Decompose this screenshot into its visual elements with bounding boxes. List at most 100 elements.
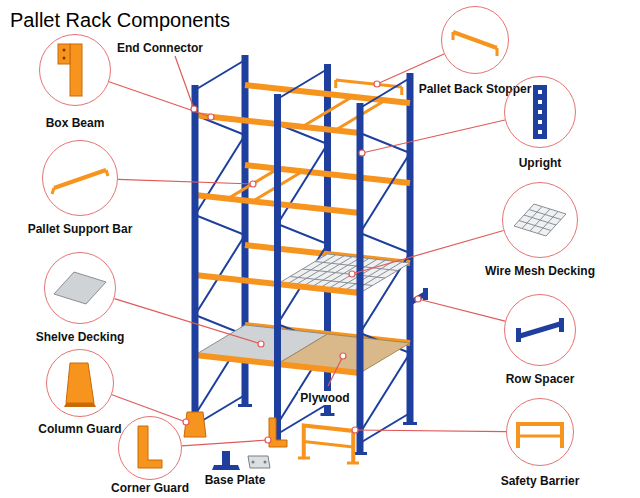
part-label: End Connector xyxy=(115,41,205,55)
safety-barrier xyxy=(298,426,359,464)
leader-dot xyxy=(340,353,346,359)
corner-guard-icon xyxy=(138,426,162,468)
callout-circle: Shelve Decking xyxy=(44,252,116,324)
callout-circle: Row Spacer xyxy=(504,294,576,366)
callout-circle: Safety Barrier xyxy=(506,398,574,466)
wire-mesh-icon xyxy=(514,204,566,236)
icon-bar xyxy=(453,32,497,48)
base-plate-icon-upright xyxy=(222,451,230,465)
part-name: Upright xyxy=(519,156,562,170)
part-name: Column Guard xyxy=(38,422,121,436)
leader-dot xyxy=(208,114,214,120)
base-plate-icons xyxy=(212,451,270,470)
icon-holes xyxy=(538,90,542,134)
leader-line xyxy=(175,56,194,109)
callout-circle: Corner Guard xyxy=(118,416,182,480)
upright xyxy=(192,85,199,435)
part-label: Plywood xyxy=(298,391,351,405)
icon-rail xyxy=(518,424,562,448)
icon-mid-rail xyxy=(518,435,562,438)
support-bar-icon xyxy=(52,170,108,194)
upright xyxy=(274,94,281,444)
icon-hole xyxy=(63,57,66,60)
icon-beam xyxy=(70,44,82,96)
part-name: Box Beam xyxy=(46,116,105,130)
icon-guard xyxy=(138,426,162,468)
shelf-decking-icon xyxy=(54,272,106,304)
icon-bar xyxy=(54,170,106,188)
leader-line xyxy=(328,356,343,386)
leader-dot xyxy=(359,150,365,156)
bracing-ties xyxy=(195,60,410,443)
icon-upright xyxy=(533,85,547,139)
base-plate-icon-plate xyxy=(212,465,240,470)
diagram-title: Pallet Rack Components xyxy=(10,8,230,32)
pallet-back-stopper xyxy=(336,80,402,95)
leader-dot xyxy=(250,181,256,187)
callout-circle: Upright xyxy=(504,76,576,148)
leader-line xyxy=(377,54,444,84)
icon-guard xyxy=(66,363,94,403)
leader-line xyxy=(114,299,261,344)
part-name: Wire Mesh Decking xyxy=(485,264,595,278)
icon-plate xyxy=(559,318,564,332)
leader-dot xyxy=(374,81,380,87)
corner-guard xyxy=(269,418,287,447)
leader-dots xyxy=(183,81,421,443)
box-beam-icon xyxy=(58,44,82,96)
base-plate-hole xyxy=(252,461,255,464)
leader-dot xyxy=(349,271,355,277)
upright-icon xyxy=(533,85,547,139)
row-spacer-icon xyxy=(516,318,564,342)
support-bar xyxy=(302,97,352,127)
leader-line xyxy=(418,299,505,321)
callout-circle: Pallet Back Stopper xyxy=(441,6,509,74)
callout-circle: Pallet Support Bar xyxy=(42,140,118,216)
leader-dot xyxy=(258,341,264,347)
part-name: Corner Guard xyxy=(111,481,189,495)
frame-bracing xyxy=(195,60,410,443)
column-guard xyxy=(184,412,206,437)
column-guard-icon xyxy=(64,363,96,407)
callout-circle: Column Guard xyxy=(46,349,114,417)
upright xyxy=(407,73,414,423)
icon-bar xyxy=(520,324,560,336)
barrier-feet xyxy=(298,458,359,463)
callout-circle: Wire Mesh Decking xyxy=(502,182,578,258)
icon-hole xyxy=(63,49,66,52)
icon-mesh-grid xyxy=(519,207,561,234)
safety-barrier-icon xyxy=(518,424,562,448)
base-plate xyxy=(238,404,252,407)
leader-dot xyxy=(352,427,358,433)
leader-line xyxy=(112,395,186,422)
base-plate xyxy=(403,422,417,425)
icon-hooks xyxy=(52,170,108,194)
part-name: Shelve Decking xyxy=(36,330,125,344)
row-spacer-plate xyxy=(423,288,428,300)
icon-mesh-frame xyxy=(514,204,566,236)
leader-line xyxy=(182,440,268,446)
front-uprights xyxy=(195,85,360,453)
part-name: Row Spacer xyxy=(506,372,575,386)
leader-dot xyxy=(265,437,271,443)
bracing xyxy=(195,115,245,415)
leader-dot xyxy=(191,106,197,112)
part-name: Pallet Back Stopper xyxy=(419,82,532,96)
barrier-rail xyxy=(304,426,354,463)
part-label: Base Plate xyxy=(203,473,268,487)
base-plate xyxy=(321,413,335,416)
leader-dot xyxy=(415,296,421,302)
back-stopper-icon xyxy=(453,32,497,56)
icon-plate xyxy=(516,328,521,342)
base-plate-hole xyxy=(264,461,267,464)
part-name: Safety Barrier xyxy=(501,474,580,488)
icon-panel xyxy=(54,272,106,304)
icon-bracket xyxy=(58,44,70,64)
row-spacer-bar xyxy=(410,294,425,303)
leader-line xyxy=(352,231,504,275)
callout-circle: Box Beam xyxy=(39,34,111,106)
base-plate-icon-flat xyxy=(248,456,270,468)
part-name: Pallet Support Bar xyxy=(28,222,133,236)
leader-lines xyxy=(109,54,506,446)
